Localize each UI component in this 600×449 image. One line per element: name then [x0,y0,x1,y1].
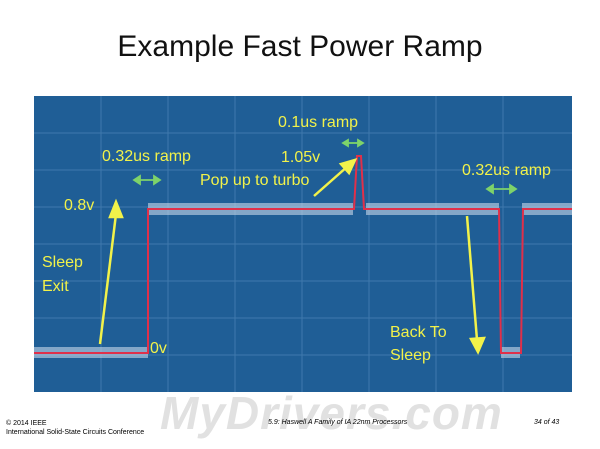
ramp-label-wake: 0.32us ramp [102,148,191,165]
waveform-plot [34,96,572,392]
pop-up-turbo-label: Pop up to turbo [200,172,310,189]
back-to-label: Back To [390,324,447,341]
oscilloscope-capture: 0.1us ramp 0.32us ramp 0.32us ramp 1.05v… [34,96,572,392]
voltage-label-0-8v: 0.8v [64,197,95,214]
page-number: 34 of 43 [534,419,560,426]
ramp-label-sleep: 0.32us ramp [462,162,551,179]
voltage-label-0v: 0v [150,340,167,357]
sleep-label-2: Sleep [390,347,431,364]
exit-label: Exit [42,278,69,295]
watermark: MyDrivers.com [160,387,503,439]
ramp-arrows [132,138,518,195]
voltage-label-1-05v: 1.05v [281,149,321,166]
ramp-label-turbo: 0.1us ramp [278,114,359,131]
sleep-label: Sleep [42,254,83,271]
voltage-trace [34,155,572,354]
conference-text: International Solid-State Circuits Confe… [6,429,145,436]
slide-title: Example Fast Power Ramp [117,30,483,63]
copyright-text: © 2014 IEEE [6,420,47,427]
session-text: 5.9: Haswell A Family of IA 22nm Process… [268,419,408,426]
scope-grid [34,96,572,392]
footer-left: © 2014 IEEE International Solid-State Ci… [6,419,144,437]
annotation-arrows [98,158,486,355]
